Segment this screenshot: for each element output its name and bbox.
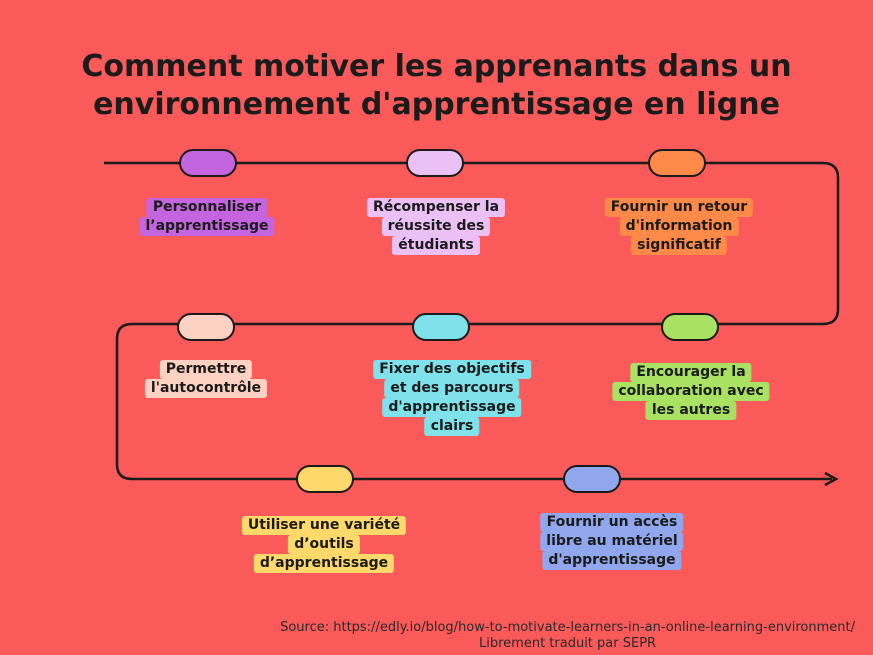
path-line: [104, 161, 840, 481]
step-label-line: d’apprentissage: [253, 554, 395, 573]
step-label-line: Fournir un accès: [540, 513, 684, 532]
step-label-line: Encourager la: [630, 363, 752, 382]
step-label-line: Personnaliser: [146, 198, 268, 217]
step-marker-7: [296, 465, 354, 493]
title-line-1: Comment motiver les apprenants dans un: [81, 49, 792, 84]
step-label-line: Récompenser la: [366, 198, 506, 217]
step-label-line: libre au matériel: [540, 532, 684, 551]
step-label-line: d'information: [619, 217, 739, 236]
step-label-line: Permettre: [159, 360, 253, 379]
step-marker-6: [661, 313, 719, 341]
step-label-line: l'autocontrôle: [144, 379, 268, 398]
step-marker-3: [648, 149, 706, 177]
source-caption: Source: https://edly.io/blog/how-to-moti…: [280, 620, 855, 652]
step-marker-5: [412, 313, 470, 341]
step-marker-2: [406, 149, 464, 177]
step-label-line: Fournir un retour: [604, 198, 754, 217]
title-line-2: environnement d'apprentissage en ligne: [93, 87, 780, 122]
step-label-line: d’outils: [288, 535, 360, 554]
step-label-line: l’apprentissage: [139, 217, 275, 236]
step-label-line: étudiants: [392, 236, 480, 255]
step-label-line: réussite des: [381, 217, 491, 236]
source-url: Source: https://edly.io/blog/how-to-moti…: [280, 620, 855, 635]
arrow-head-icon: [824, 471, 839, 487]
step-label-line: clairs: [424, 417, 480, 436]
translation-credit: Librement traduit par SEPR: [479, 636, 657, 651]
step-label-line: collaboration avec: [612, 382, 770, 401]
step-label-line: d'apprentissage: [542, 551, 682, 570]
step-marker-1: [179, 149, 237, 177]
page-title: Comment motiver les apprenants dans un e…: [0, 48, 873, 124]
step-label-line: significatif: [631, 236, 727, 255]
step-label-line: les autres: [645, 401, 737, 420]
step-label-line: Fixer des objectifs: [373, 360, 531, 379]
step-label-line: et des parcours: [384, 379, 520, 398]
step-marker-8: [563, 465, 621, 493]
step-label-line: d'apprentissage: [382, 398, 522, 417]
step-marker-4: [177, 313, 235, 341]
step-label-line: Utiliser une variété: [241, 516, 407, 535]
